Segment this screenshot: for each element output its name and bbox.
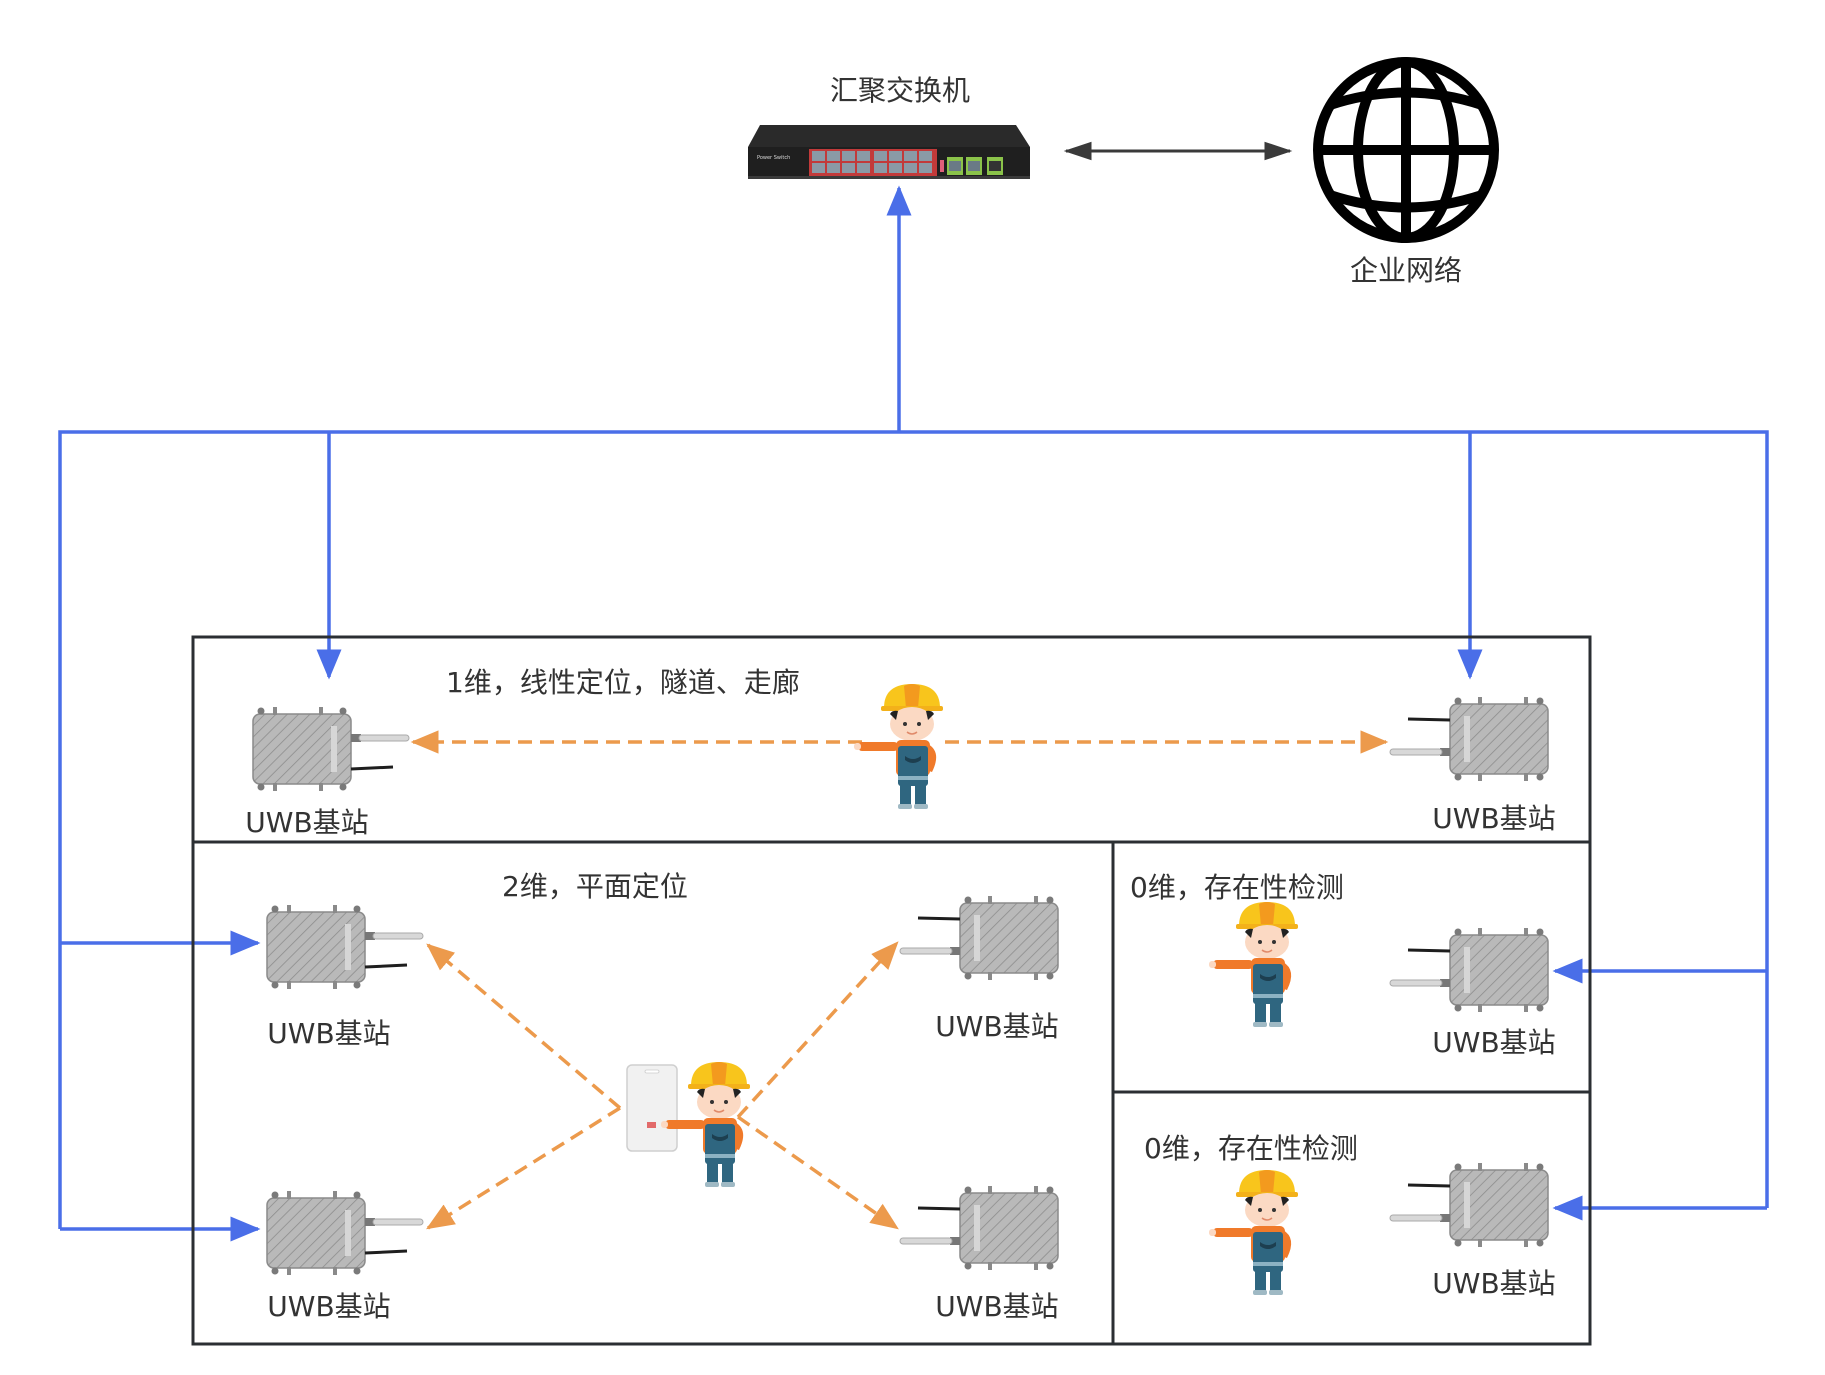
worker-icon	[1208, 1169, 1299, 1296]
station-label: UWB基站	[935, 1290, 1058, 1323]
network-switch-icon: Power Switch	[748, 125, 1030, 179]
zone-2d: 2维，平面定位 UWB基站 UWB基站 UWB基站 UWB基站	[265, 870, 1060, 1323]
zone-2d-label: 2维，平面定位	[502, 870, 688, 903]
zone-0d-a: 0维，存在性检测 UWB基站	[1130, 871, 1556, 1059]
uwb-station-icon	[265, 1189, 425, 1277]
station-label: UWB基站	[1432, 802, 1555, 835]
station-label: UWB基站	[935, 1010, 1058, 1043]
network-label: 企业网络	[1350, 254, 1462, 287]
worker-icon	[1208, 901, 1299, 1028]
switch-label: 汇聚交换机	[830, 74, 970, 107]
switch-brand-text: Power Switch	[757, 155, 790, 161]
zone-1d-label: 1维，线性定位，隧道、走廊	[446, 666, 800, 699]
worker-icon	[853, 683, 944, 810]
station-label: UWB基站	[267, 1290, 390, 1323]
uwb-station-icon	[265, 903, 425, 991]
zone-frame	[191, 635, 1592, 1346]
uwb-station-icon	[1388, 1161, 1550, 1249]
zone-0d-b-label: 0维，存在性检测	[1144, 1132, 1358, 1165]
uwb-station-icon	[898, 1184, 1060, 1272]
uwb-tag-card-icon	[626, 1064, 678, 1152]
station-label: UWB基站	[245, 806, 368, 839]
uwb-station-icon	[1388, 926, 1550, 1014]
station-label: UWB基站	[1432, 1026, 1555, 1059]
zone-0d-b: 0维，存在性检测 UWB基站	[1144, 1132, 1556, 1300]
uwb-station-icon	[251, 705, 411, 793]
signal-links-2d	[426, 941, 899, 1230]
uwb-station-icon	[898, 894, 1060, 982]
bus-line	[58, 430, 1769, 1229]
uwb-station-icon	[1388, 695, 1550, 783]
zone-1d: 1维，线性定位，隧道、走廊 UWB基站 UWB基站	[245, 666, 1555, 839]
station-label: UWB基站	[1432, 1267, 1555, 1300]
globe-icon	[1313, 57, 1499, 243]
station-label: UWB基站	[267, 1017, 390, 1050]
zone-0d-a-label: 0维，存在性检测	[1130, 871, 1344, 904]
